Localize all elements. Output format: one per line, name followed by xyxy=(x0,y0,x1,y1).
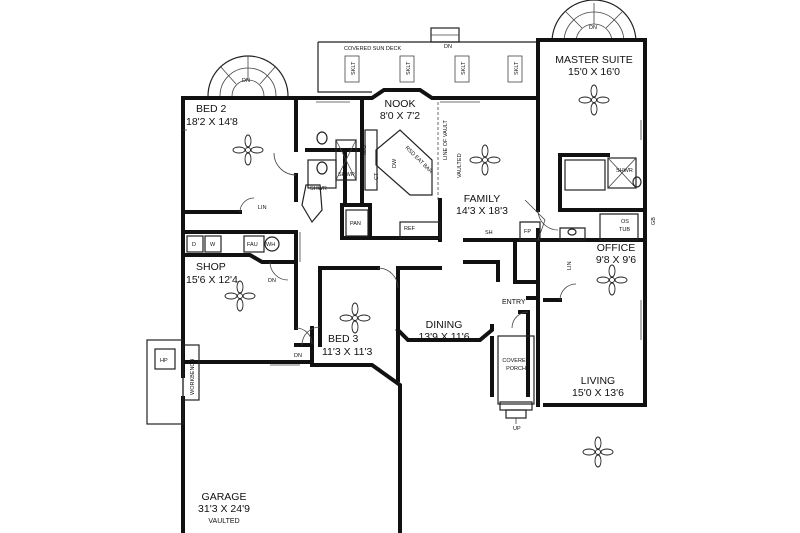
room-size-shop: 15'6 X 12'4 xyxy=(186,274,238,286)
kitchen-island xyxy=(345,129,441,239)
label-covered-sun-deck: COVERED SUN DECK xyxy=(344,46,401,52)
room-size-nook: 8'0 X 7'2 xyxy=(380,110,420,122)
room-name-nook: NOOK xyxy=(385,98,416,110)
label-pan: PAN xyxy=(350,221,361,227)
room-size-garage: 31'3 X 24'9 xyxy=(198,503,250,515)
fan-family xyxy=(469,144,501,176)
room-size-office: 9'8 X 9'6 xyxy=(596,254,636,266)
label-sklt-4: SKLT xyxy=(514,61,520,75)
label-gb: GB xyxy=(651,217,657,225)
label-shwr-hall: SHWR xyxy=(310,186,327,192)
label-hp: HP xyxy=(160,358,168,364)
label-mo: M/O xyxy=(362,144,368,155)
label-sklt-1: SKLT xyxy=(351,61,357,75)
label-eat-bar: RSD EAT BAR xyxy=(404,145,434,175)
fan-bed2 xyxy=(232,134,264,166)
room-name-bed3: BED 3 xyxy=(328,333,359,345)
label-fp: FP xyxy=(524,229,531,235)
label-fau: FAU xyxy=(247,242,258,248)
label-covered-porch-1: COVERED xyxy=(502,358,529,364)
room-name-family: FAMILY xyxy=(464,193,501,205)
label-shwr-master: SHWR xyxy=(616,168,633,174)
stair-bed2 xyxy=(207,55,289,97)
doors xyxy=(239,152,577,346)
room-size-family: 14'3 X 18'3 xyxy=(456,205,508,217)
fan-bed3 xyxy=(339,302,371,334)
label-sklt-2: SKLT xyxy=(406,61,412,75)
label-wh: WH xyxy=(266,242,275,248)
label-covered-porch-2: PORCH xyxy=(506,366,526,372)
label-lin-office: LIN xyxy=(567,261,573,270)
room-name-bed2: BED 2 xyxy=(196,103,227,115)
label-tub: TUB xyxy=(619,227,630,233)
room-name-shop: SHOP xyxy=(196,261,226,273)
garage-side xyxy=(146,339,200,425)
room-size-dining: 13'9 X 11'6 xyxy=(418,331,469,343)
label-os: OS xyxy=(621,219,629,225)
label-dn-bed2: DN xyxy=(242,78,250,84)
fan-office xyxy=(596,264,628,296)
fan-shop xyxy=(224,280,256,312)
label-dn-deck: DN xyxy=(444,44,452,50)
label-vaulted-family: VAULTED xyxy=(457,153,463,178)
label-ref: REF xyxy=(404,226,416,232)
exterior-walls xyxy=(181,38,647,533)
covered-porch xyxy=(497,335,535,424)
label-dryer: D xyxy=(192,242,196,248)
laundry xyxy=(186,235,280,253)
garage-vaulted-note: VAULTED xyxy=(208,518,239,525)
label-shwr-bed2: SHWR xyxy=(338,172,355,178)
label-up: UP xyxy=(513,426,521,432)
covered-sun-deck xyxy=(317,27,539,93)
label-line-of-vault: LINE OF VAULT xyxy=(443,120,449,160)
label-sh: SH xyxy=(485,230,493,236)
label-washer: W xyxy=(210,242,216,248)
room-name-office: OFFICE xyxy=(597,242,636,254)
stair-master xyxy=(551,0,637,43)
label-dw: DW xyxy=(392,158,398,168)
room-name-living: LIVING xyxy=(581,375,615,387)
label-ct: CT xyxy=(374,172,380,180)
room-name-master-suite: MASTER SUITE xyxy=(555,54,633,66)
bath-fixtures xyxy=(301,131,642,241)
label-entry: ENTRY xyxy=(502,299,526,306)
fireplace xyxy=(519,199,546,241)
windows xyxy=(183,101,642,366)
room-name-garage: GARAGE xyxy=(202,491,247,503)
room-size-bed3: 11'3 X 11'3 xyxy=(322,346,372,358)
label-workbench: WORKBENCH xyxy=(190,359,196,395)
room-name-dining: DINING xyxy=(426,319,463,331)
label-lin-hall: LIN xyxy=(258,205,267,211)
room-size-living: 15'0 X 13'6 xyxy=(572,387,624,399)
room-size-bed2: 18'2 X 14'8 xyxy=(186,116,238,128)
room-size-master-suite: 15'0 X 16'0 xyxy=(568,66,620,78)
fan-master xyxy=(578,84,610,116)
label-dn-shop: DN xyxy=(268,278,276,284)
label-dn-bed3: DN xyxy=(294,353,302,359)
label-dn-master: DN xyxy=(589,25,597,31)
fan-living xyxy=(582,436,614,468)
label-sklt-3: SKLT xyxy=(461,61,467,75)
